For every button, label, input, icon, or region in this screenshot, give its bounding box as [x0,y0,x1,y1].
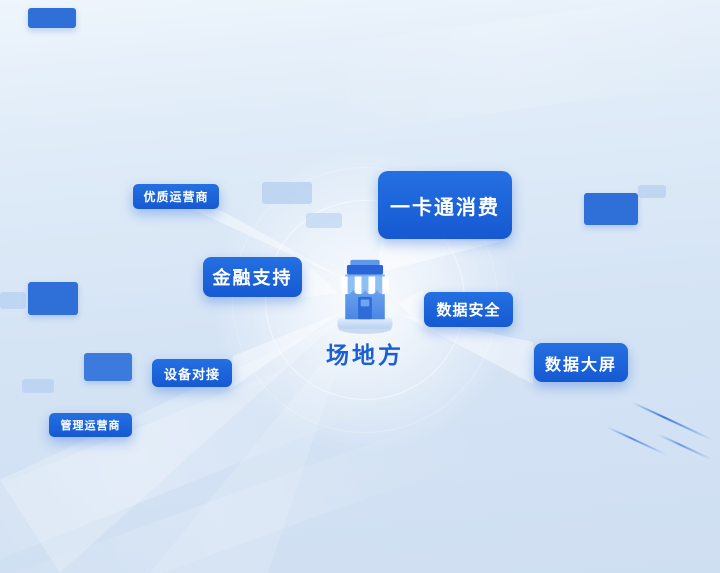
center-label: 场地方 [326,343,404,369]
node-premium-operator: 优质运营商 [133,184,219,209]
deco-block [28,8,76,28]
accent-line [606,426,668,456]
node-card-consumption: 一卡通消费 [378,171,512,239]
deco-block [22,379,54,393]
store-icon [337,259,393,334]
deco-block [306,213,342,228]
node-financial-support: 金融支持 [203,257,302,297]
deco-block [584,193,638,225]
node-device-docking: 设备对接 [152,359,232,387]
node-manage-operator: 管理运营商 [49,413,132,437]
node-data-security: 数据安全 [424,292,513,327]
accent-line [631,401,713,441]
deco-block [84,353,132,381]
deco-block [638,185,666,198]
deco-block [28,282,78,315]
accent-line [658,433,712,461]
background-streak [295,0,720,139]
deco-block [0,292,26,309]
deco-block [262,182,312,204]
node-data-screen: 数据大屏 [534,343,628,382]
